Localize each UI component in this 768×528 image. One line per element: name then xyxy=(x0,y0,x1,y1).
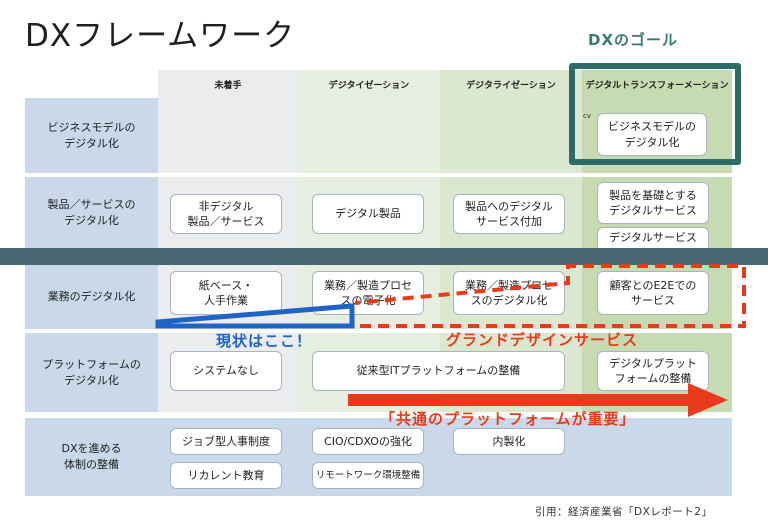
cell-product-based-digital-service: 製品を基礎とする デジタルサービス xyxy=(597,182,709,224)
cell-insourcing: 内製化 xyxy=(453,428,565,455)
cell-job-based-hr: ジョブ型人事制度 xyxy=(170,428,282,455)
tiny-mark: cv xyxy=(583,112,591,120)
column-header-transformation: デジタルトランスフォーメーション xyxy=(585,80,729,91)
cell-non-digital-product: 非デジタル 製品／サービス xyxy=(170,194,282,234)
cell-product-digital-service: 製品へのデジタル サービス付加 xyxy=(453,194,565,234)
cell-business-model-digital: ビジネスモデルの デジタル化 xyxy=(597,113,707,156)
grand-design-dashed-outline xyxy=(354,264,746,328)
row-separator xyxy=(25,412,732,418)
cell-legacy-it-platform: 従来型ITプラットフォームの整備 xyxy=(312,351,565,391)
row-header-product-service: 製品／サービスの デジタル化 xyxy=(25,177,158,248)
cell-process-digital: 業務／製造プロセ スのデジタル化 xyxy=(453,271,565,315)
platform-arrow xyxy=(348,383,728,417)
column-header-digitalization: デジタライゼーション xyxy=(466,80,556,91)
cell-remote-work: リモートワーク環境整備 xyxy=(312,462,424,489)
goal-frame xyxy=(569,63,741,165)
source-citation: 引用：経済産業省「DXレポート2」 xyxy=(535,506,713,518)
cell-recurrent-education: リカレント教育 xyxy=(170,462,282,489)
column-header-not-started: 未着手 xyxy=(214,80,242,91)
cell-no-system: システムなし xyxy=(170,351,282,391)
row-separator xyxy=(25,329,732,333)
row-header-platform: プラットフォームの デジタル化 xyxy=(25,333,158,412)
row-header-business-model: ビジネスモデルの デジタル化 xyxy=(25,98,158,173)
goal-label: DXのゴール xyxy=(588,31,679,49)
current-position-label: 現状はここ！ xyxy=(216,332,313,350)
page-title: DXフレームワーク xyxy=(25,18,296,54)
row-header-organization: DXを進める 体制の整備 xyxy=(25,418,158,496)
platform-important-label: 「共通のプラットフォームが重要」 xyxy=(380,410,636,428)
cell-e2e-service: 顧客とのE2Eでの サービス xyxy=(597,271,709,315)
cell-cio-cdxo: CIO/CDXOの強化 xyxy=(312,428,424,455)
row-header-operations: 業務のデジタル化 xyxy=(25,265,158,329)
column-header-digitization: デジタイゼーション xyxy=(328,80,410,91)
row-separator xyxy=(25,173,732,177)
grand-design-label: グランドデザインサービス xyxy=(446,331,639,349)
cell-paper-manual: 紙ベース・ 人手作業 xyxy=(170,271,282,315)
cell-digital-service: デジタルサービス xyxy=(597,227,709,248)
horizontal-band xyxy=(0,248,768,265)
cell-digital-product: デジタル製品 xyxy=(312,194,424,234)
current-position-marker xyxy=(155,303,355,329)
